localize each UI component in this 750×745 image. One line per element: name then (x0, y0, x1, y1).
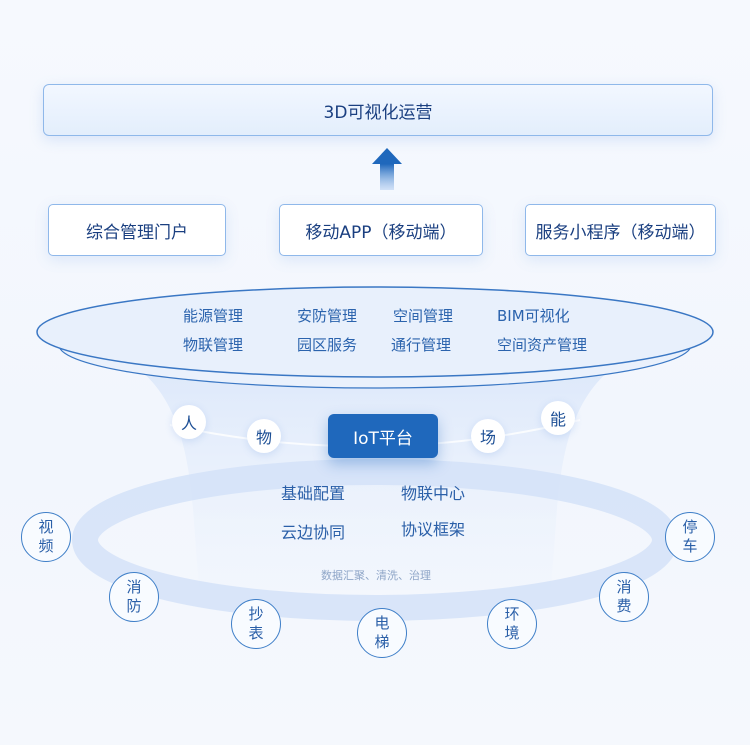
portal-mobile-app: 移动APP（移动端） (279, 204, 483, 256)
dim-place: 场 (471, 419, 505, 453)
portal-admin: 综合管理门户 (48, 204, 226, 256)
core-item: 协议框架 (400, 520, 466, 539)
data-note: 数据汇聚、清洗、治理 (321, 569, 431, 582)
visualization-ops-bar: 3D可视化运营 (43, 84, 713, 136)
core-item: 云边协同 (280, 523, 346, 542)
dim-energy: 能 (541, 401, 575, 435)
device-parking: 停车 (665, 512, 715, 562)
iot-platform: IoT平台 (328, 414, 438, 458)
core-item: 物联中心 (400, 484, 466, 503)
up-arrow-icon (372, 148, 402, 190)
device-environment: 环境 (487, 599, 537, 649)
device-meter: 抄表 (231, 599, 281, 649)
module-item: 能源管理 (183, 307, 244, 325)
module-item: 园区服务 (297, 336, 358, 354)
portal-mini-program: 服务小程序（移动端） (525, 204, 716, 256)
module-item: 通行管理 (391, 336, 452, 354)
module-item: 物联管理 (183, 336, 244, 354)
dim-people: 人 (172, 405, 206, 439)
dim-things: 物 (247, 419, 281, 453)
device-consumption: 消费 (599, 572, 649, 622)
core-item: 基础配置 (280, 484, 346, 503)
module-item: 空间管理 (393, 307, 454, 325)
module-item: BIM可视化 (497, 307, 570, 325)
modules-disc (36, 286, 714, 378)
module-item: 空间资产管理 (497, 336, 588, 354)
device-fire: 消防 (109, 572, 159, 622)
device-video: 视频 (21, 512, 71, 562)
module-item: 安防管理 (297, 307, 358, 325)
device-elevator: 电梯 (357, 608, 407, 658)
